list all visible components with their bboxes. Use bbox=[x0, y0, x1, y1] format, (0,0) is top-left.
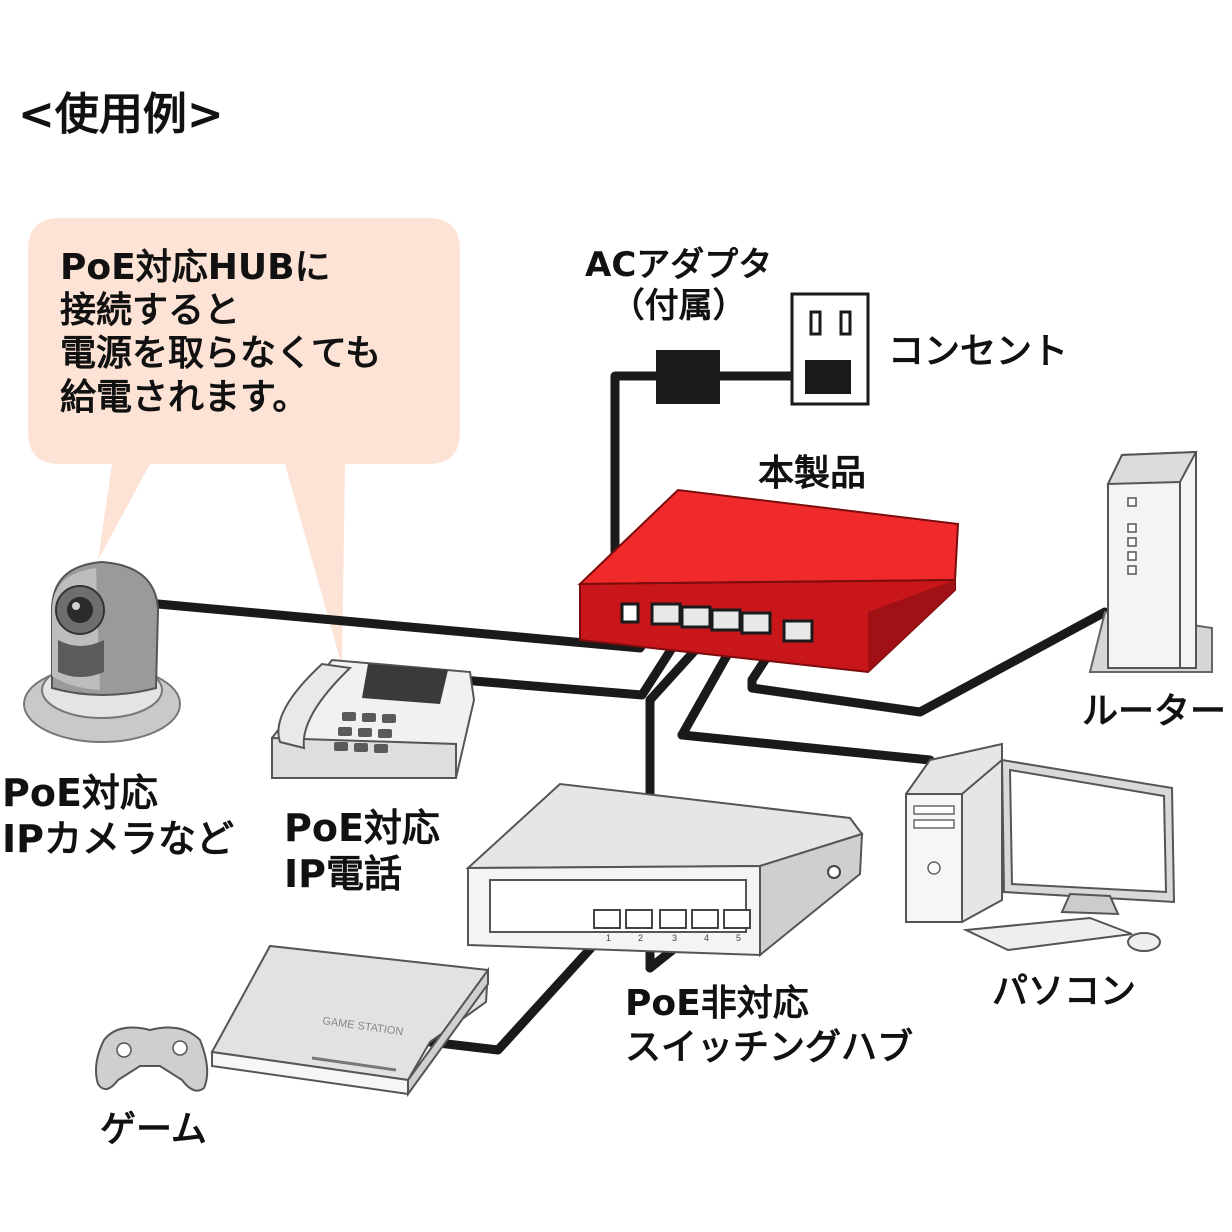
outlet-label: コンセント bbox=[888, 331, 1069, 372]
poe-hub-product bbox=[577, 488, 960, 674]
speech-bubble bbox=[28, 218, 460, 666]
switch-port-number: 3 bbox=[672, 933, 677, 943]
phone-label-line: IP電話 bbox=[284, 852, 402, 897]
switch-label-line: PoE非対応 bbox=[625, 983, 809, 1024]
switch-port-number: 2 bbox=[638, 933, 643, 943]
ip-camera bbox=[23, 560, 181, 743]
callout-text: PoE対応HUBに 接続すると 電源を取らなくても 給電されます。 bbox=[60, 246, 381, 419]
callout-line: 電源を取らなくても bbox=[60, 333, 382, 375]
switch-port-number: 5 bbox=[736, 933, 741, 943]
router bbox=[1088, 450, 1213, 673]
cable-game bbox=[425, 920, 617, 1055]
callout-line: 接続すると bbox=[60, 290, 241, 332]
game-label: ゲーム bbox=[100, 1109, 207, 1150]
switching-hub: 1 2 3 4 5 bbox=[465, 782, 864, 958]
callout-line: 給電されます。 bbox=[60, 376, 309, 418]
camera-label-line: IPカメラなど bbox=[2, 817, 234, 862]
router-label: ルーター bbox=[1082, 691, 1227, 732]
product-label: 本製品 bbox=[758, 453, 867, 494]
page-heading: <使用例> bbox=[18, 89, 224, 140]
switch-label: PoE非対応 スイッチングハブ bbox=[625, 982, 913, 1070]
ac-adapter-line: ACアダプタ bbox=[585, 245, 773, 285]
switch-port-number: 4 bbox=[704, 933, 709, 943]
ac-adapter bbox=[656, 350, 720, 404]
phone-label: PoE対応 IP電話 bbox=[284, 805, 440, 898]
camera-label: PoE対応 IPカメラなど bbox=[2, 770, 234, 863]
personal-computer bbox=[905, 742, 1176, 952]
game-console: GAME STATION bbox=[210, 944, 490, 1098]
ip-phone bbox=[271, 658, 476, 779]
switch-port-number: 1 bbox=[606, 933, 611, 943]
callout-line: PoE対応HUBに bbox=[60, 247, 331, 288]
ac-adapter-line: （付属） bbox=[610, 286, 747, 327]
pc-label: パソコン bbox=[992, 971, 1137, 1012]
phone-label-line: PoE対応 bbox=[284, 806, 440, 850]
switch-label-line: スイッチングハブ bbox=[625, 1026, 914, 1068]
camera-label-line: PoE対応 bbox=[2, 771, 158, 815]
ac-adapter-label: ACアダプタ （付属） bbox=[585, 245, 772, 328]
cable-pc-run bbox=[677, 730, 935, 765]
outlet bbox=[790, 292, 870, 406]
gamepad bbox=[95, 1026, 209, 1092]
